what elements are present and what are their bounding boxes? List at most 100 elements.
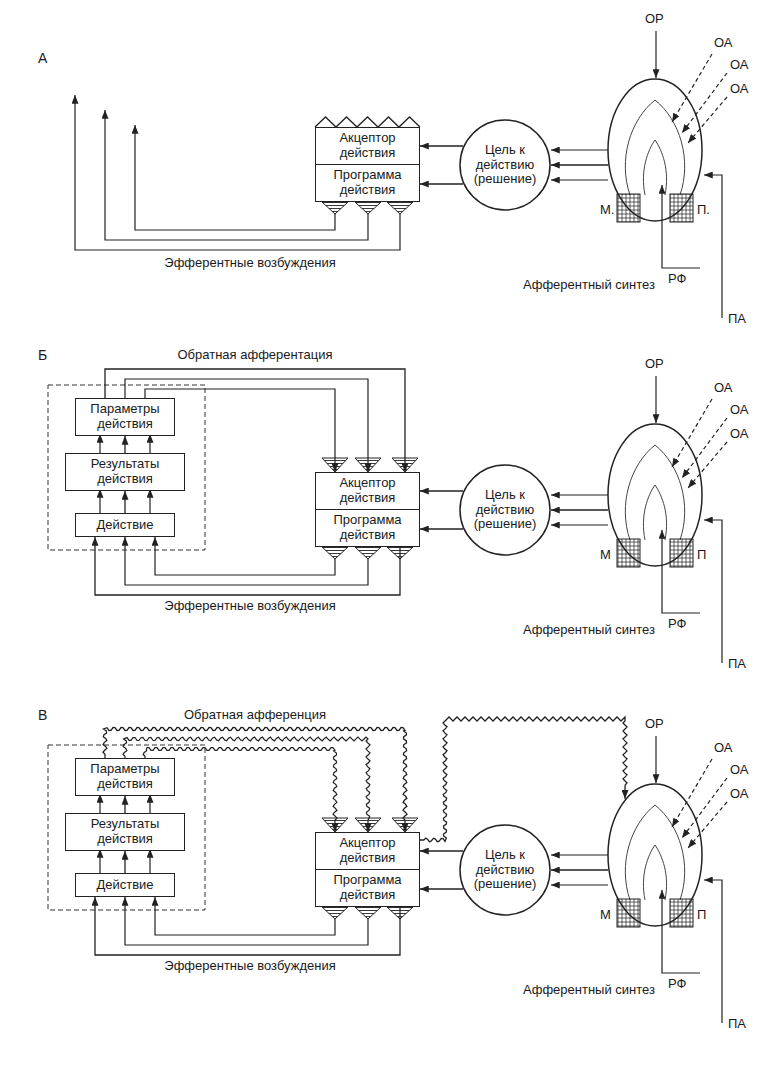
parameters-box: Параметры действия (75, 758, 175, 796)
situational-arrow (688, 442, 727, 488)
action-arrow (149, 434, 150, 455)
efferent-pathway (155, 897, 335, 935)
action-group-frame (48, 385, 205, 550)
structure-label: П. (697, 203, 710, 218)
situational-arrow (688, 802, 727, 848)
input-label: ОР (645, 717, 664, 732)
synthesis-oval: Афферентный синтез (607, 783, 703, 927)
node-text: Афферентный синтез (515, 983, 655, 998)
action-arrow (99, 849, 100, 873)
connector (420, 717, 627, 842)
jagged-edge (315, 117, 420, 127)
synthesis-arrow (551, 854, 608, 855)
node-text: Акцептор действия (320, 836, 415, 866)
goal-circle: Цель к действию (решение) (459, 119, 551, 211)
results-box: Результаты действия (65, 813, 185, 851)
synthesis-fold (643, 845, 655, 900)
synthesis-fold (655, 445, 685, 540)
panel-letter: В (38, 707, 47, 723)
afferent-arrow (704, 175, 722, 318)
efferent-pathway (135, 125, 335, 230)
connector (551, 164, 608, 165)
node-text: Программа действия (320, 873, 415, 903)
node-text: Программа действия (320, 513, 415, 543)
input-label: РФ (668, 272, 686, 287)
node-text: Действие (96, 878, 153, 893)
input-label: ПА (728, 1017, 746, 1032)
action-arrow (99, 434, 100, 455)
synthesis-fold (655, 845, 667, 900)
connector (551, 509, 608, 510)
synthesis-fold (643, 140, 655, 195)
reticular-arrow (662, 530, 700, 613)
synthesis-fold (625, 445, 655, 540)
action-arrow (99, 794, 100, 815)
trigger-arrow (655, 376, 656, 423)
outline (608, 424, 702, 566)
reticular-arrow (662, 890, 700, 973)
structure-label: П (697, 548, 706, 563)
program-box: Программа действия (315, 164, 420, 202)
program-box: Программа действия (315, 509, 420, 547)
parameters-box: Параметры действия (75, 398, 175, 436)
input-label: РФ (668, 617, 686, 632)
trigger-arrow (655, 736, 656, 783)
connector (124, 851, 125, 873)
action-arrow (149, 794, 150, 815)
synthesis-oval-outline (607, 78, 703, 222)
input-label: ОА (730, 787, 749, 802)
panel-letter: А (38, 50, 47, 66)
outline (460, 825, 550, 915)
input-label: ОР (645, 12, 664, 27)
node-text: Действие (96, 518, 153, 533)
structure-label: М. (600, 203, 614, 218)
synthesis-oval-outline (607, 423, 703, 567)
synthesis-arrow (551, 524, 608, 525)
node-text: Результаты действия (70, 457, 180, 487)
node-text: Параметры действия (80, 402, 170, 432)
synthesis-arrow (551, 149, 608, 150)
reticular-arrow (662, 185, 700, 268)
node-text: Афферентный синтез (515, 623, 655, 638)
input-label: ОА (714, 381, 733, 396)
node-text: Цель к действию (решение) (466, 848, 544, 893)
synthesis-fold (643, 485, 655, 540)
node-text: Цель к действию (решение) (466, 488, 544, 533)
connector (124, 491, 125, 513)
connector (420, 145, 463, 146)
structure-label: М (600, 908, 611, 923)
action-arrow (99, 489, 100, 513)
connector (420, 850, 463, 851)
synthesis-oval: Афферентный синтез (607, 423, 703, 567)
input-label: ОА (730, 58, 749, 73)
outline (608, 784, 702, 926)
synthesis-fold (625, 100, 655, 195)
synthesis-fold (655, 100, 685, 195)
structure-label: П (697, 908, 706, 923)
input-label: РФ (668, 977, 686, 992)
synthesis-fold (655, 140, 667, 195)
synthesis-arrow (551, 884, 608, 885)
output-funnel (355, 202, 381, 214)
output-funnel (387, 202, 413, 214)
synthesis-oval-outline (607, 783, 703, 927)
input-label: ОА (714, 36, 733, 51)
node-text: Программа действия (320, 168, 415, 198)
goal-circle: Цель к действию (решение) (459, 464, 551, 556)
results-box: Результаты действия (65, 453, 185, 491)
action-group-frame (48, 745, 205, 910)
action-arrow (149, 489, 150, 513)
connector (420, 888, 463, 889)
goal-circle: Цель к действию (решение) (459, 824, 551, 916)
node-text: Афферентный синтез (515, 278, 655, 293)
connector-label: Обратная афферентация (174, 348, 335, 363)
synthesis-fold (655, 485, 667, 540)
acceptor-box: Акцептор действия (315, 127, 420, 165)
connector (420, 490, 463, 491)
node-text: Цель к действию (решение) (466, 143, 544, 188)
synthesis-fold (625, 805, 655, 900)
node-text: Акцептор действия (320, 476, 415, 506)
connector (420, 528, 463, 529)
synthesis-oval: Афферентный синтез (607, 78, 703, 222)
output-funnel (322, 202, 348, 214)
